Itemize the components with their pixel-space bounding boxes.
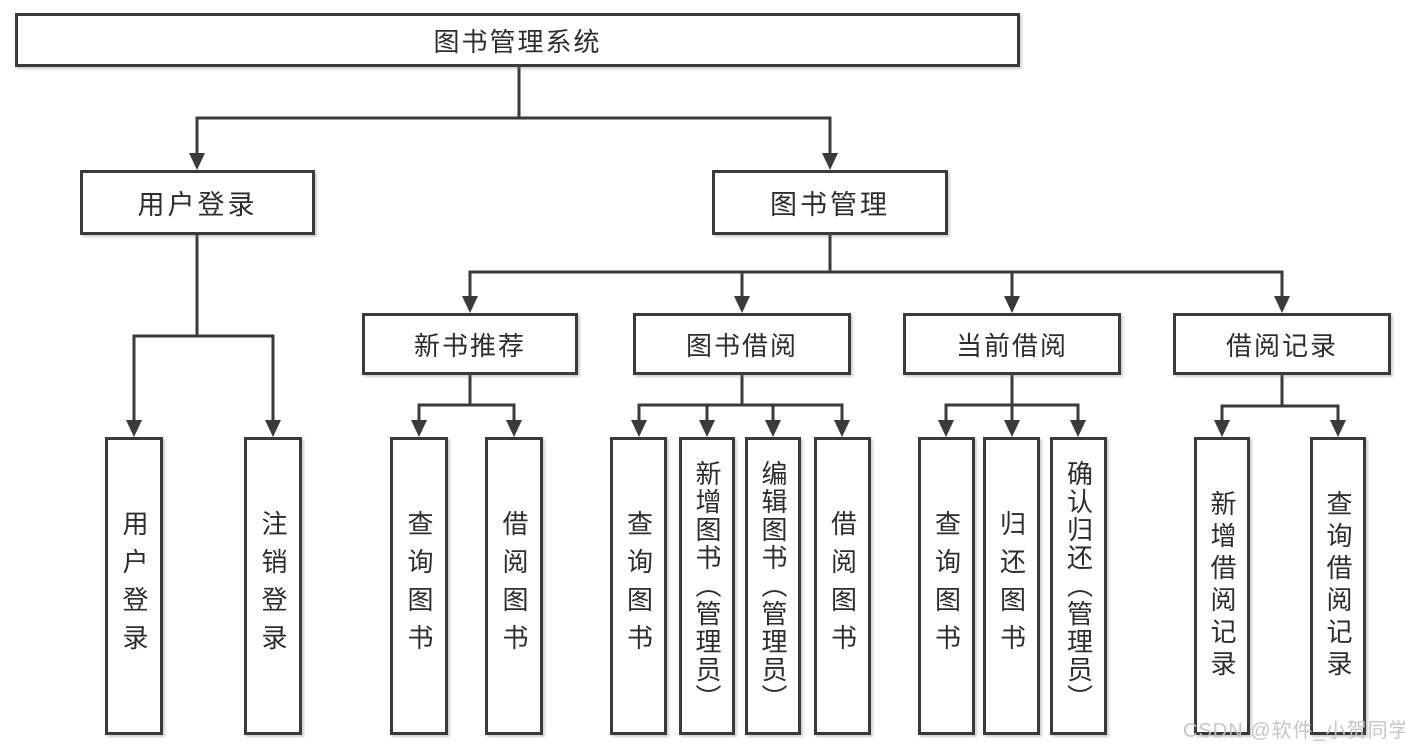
leaf-logout: 注销登录 (244, 437, 302, 735)
node-user-login: 用户登录 (80, 170, 315, 235)
leaf-nb-borrow-books: 借阅图书 (485, 437, 543, 735)
leaf-bb-borrow-books: 借阅图书 (814, 437, 871, 735)
node-root: 图书管理系统 (15, 13, 1020, 67)
leaf-bb-edit-books-admin: 编辑图书（管理员） (745, 437, 801, 735)
node-current-borrow: 当前借阅 (903, 313, 1121, 375)
node-borrow-records: 借阅记录 (1173, 313, 1391, 375)
node-book-management: 图书管理 (712, 170, 948, 235)
leaf-br-query-record: 查询借阅记录 (1310, 437, 1366, 735)
leaf-user-login: 用户登录 (105, 437, 163, 735)
leaf-cb-query-books: 查询图书 (918, 437, 975, 735)
leaf-bb-add-books-admin: 新增图书（管理员） (679, 437, 735, 735)
edge-bookborrow-to-leaves (631, 375, 850, 437)
leaf-cb-confirm-return-admin: 确认归还（管理员） (1050, 437, 1107, 735)
edge-currentborrow-to-leaves (938, 375, 1086, 437)
edge-newbooks-to-leaves (411, 375, 522, 437)
leaf-nb-query-books: 查询图书 (390, 437, 448, 735)
edge-userlogin-to-leaves (126, 234, 281, 437)
edge-bookmgmt-to-level3 (462, 234, 1290, 313)
leaf-bb-query-books: 查询图书 (610, 437, 667, 735)
leaf-cb-return-books: 归还图书 (983, 437, 1040, 735)
node-new-book-recommend: 新书推荐 (362, 313, 578, 375)
edge-root-to-level2 (189, 66, 838, 170)
node-book-borrow: 图书借阅 (633, 313, 851, 375)
leaf-br-add-record: 新增借阅记录 (1194, 437, 1250, 735)
csdn-watermark: CSDN @软件_小贺同学 (1183, 720, 1405, 742)
edge-records-to-leaves (1214, 375, 1346, 437)
